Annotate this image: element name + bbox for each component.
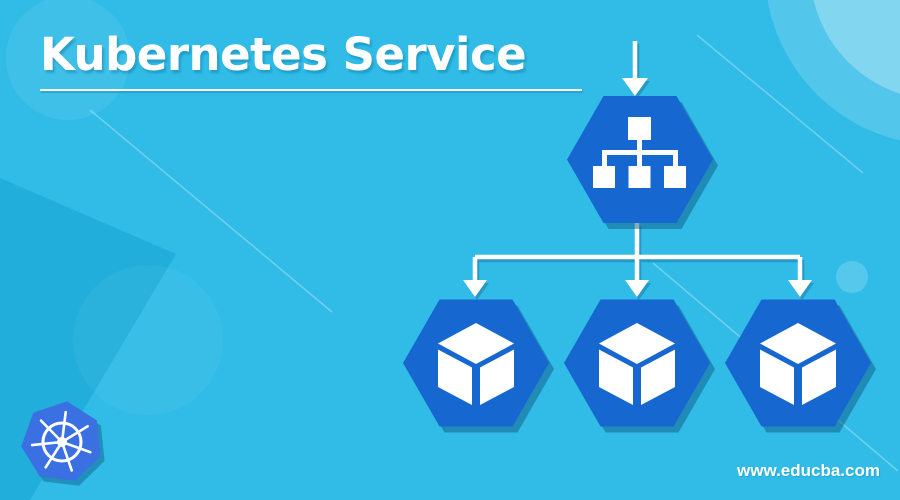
pod-node-3: [725, 299, 871, 427]
corner-circle-outer: [767, 0, 900, 141]
arrowhead-right: [788, 280, 812, 297]
kubernetes-logo: [21, 401, 101, 481]
accent-circle: [836, 261, 868, 293]
service-node: [567, 96, 713, 223]
branch-lines: [472, 223, 803, 281]
page-title: Kubernetes Service: [40, 28, 527, 81]
hairline: [696, 34, 864, 174]
connector-arrows: [463, 41, 812, 297]
cube-icon: [599, 323, 675, 405]
arrowhead-left: [463, 280, 487, 297]
incoming-arrowhead: [622, 78, 648, 96]
title-underline: [40, 89, 582, 91]
pod-node-1: [403, 299, 549, 427]
hairline: [89, 109, 333, 313]
cube-icon: [438, 323, 514, 405]
watermark: www.educba.com: [737, 461, 880, 480]
hierarchy-icon: [593, 117, 686, 188]
cube-icon: [760, 323, 836, 405]
arrowhead-middle: [625, 280, 649, 297]
corner-circle-inner: [813, 0, 900, 94]
pod-node-2: [564, 299, 710, 427]
soft-blob: [73, 265, 223, 415]
helm-wheel-icon: [30, 410, 92, 472]
